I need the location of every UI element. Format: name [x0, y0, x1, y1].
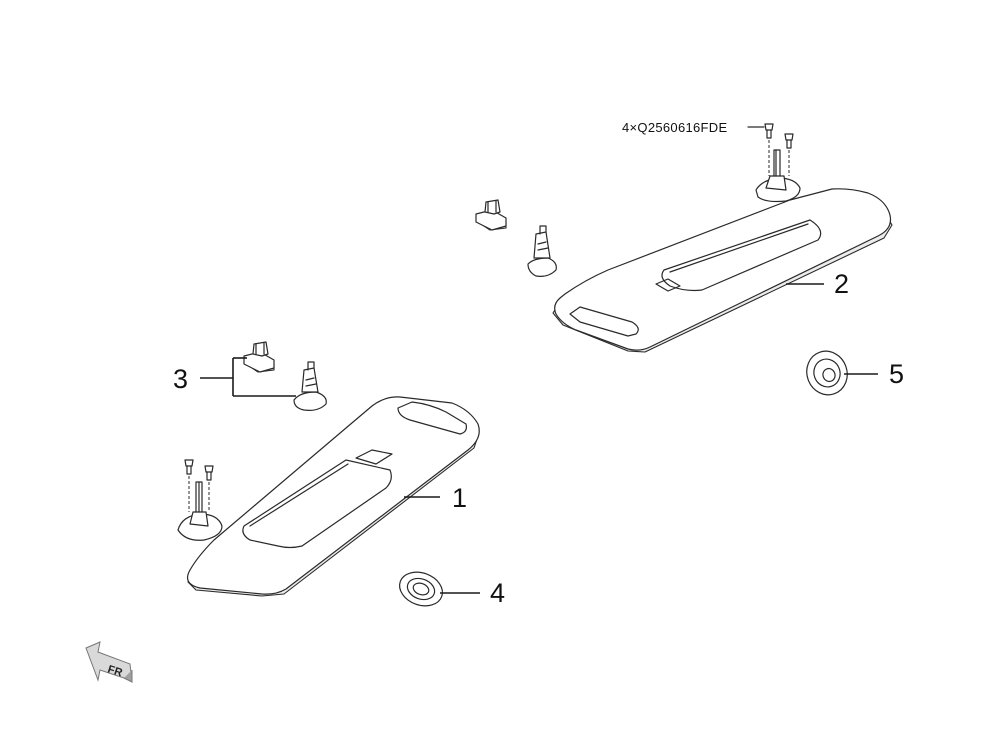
visor-clip-upper [475, 199, 507, 231]
callout-1: 1 [452, 483, 467, 513]
grommet-left [399, 571, 443, 607]
visor-hook-lower [293, 361, 327, 411]
leader-lines [200, 283, 878, 594]
screw-pair-left [184, 459, 214, 512]
front-direction-arrow-icon: FR [85, 641, 133, 683]
visor-clip-lower [243, 341, 275, 373]
visor-hook-upper [527, 225, 557, 277]
sun-visor-right [552, 149, 893, 353]
grommet-right [806, 350, 848, 396]
sun-visor-left [177, 396, 480, 597]
callout-2: 2 [834, 269, 849, 299]
callout-4: 4 [490, 578, 505, 608]
fastener-note: 4×Q2560616FDE [622, 120, 727, 135]
screw-pair-right [747, 123, 794, 176]
callout-3: 3 [173, 364, 188, 394]
front-direction-label: FR [106, 663, 124, 679]
callout-5: 5 [889, 359, 904, 389]
